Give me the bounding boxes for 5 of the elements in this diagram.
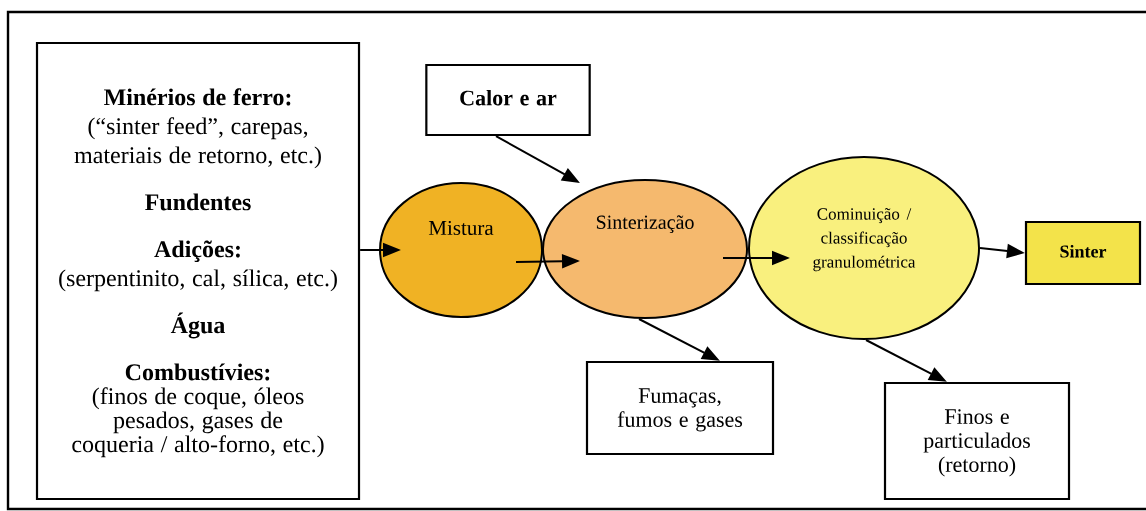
input-box: Minérios de ferro: (“sinter feed”, carepas, materiais de retorno, etc.) Fundentes Adições: (serpentinito, cal, sílica, etc.) Água Combustívies: (finos de coque, óleos pesados, gases de coqueria / alto-forno, etc.)	[35, 41, 361, 501]
output-box: Finos e particulados (retorno)	[883, 381, 1071, 501]
output-box: Fumaças, fumos e gases	[585, 360, 775, 456]
input-box: Calor e ar	[425, 63, 591, 137]
output-box: Sinter	[1024, 220, 1142, 286]
